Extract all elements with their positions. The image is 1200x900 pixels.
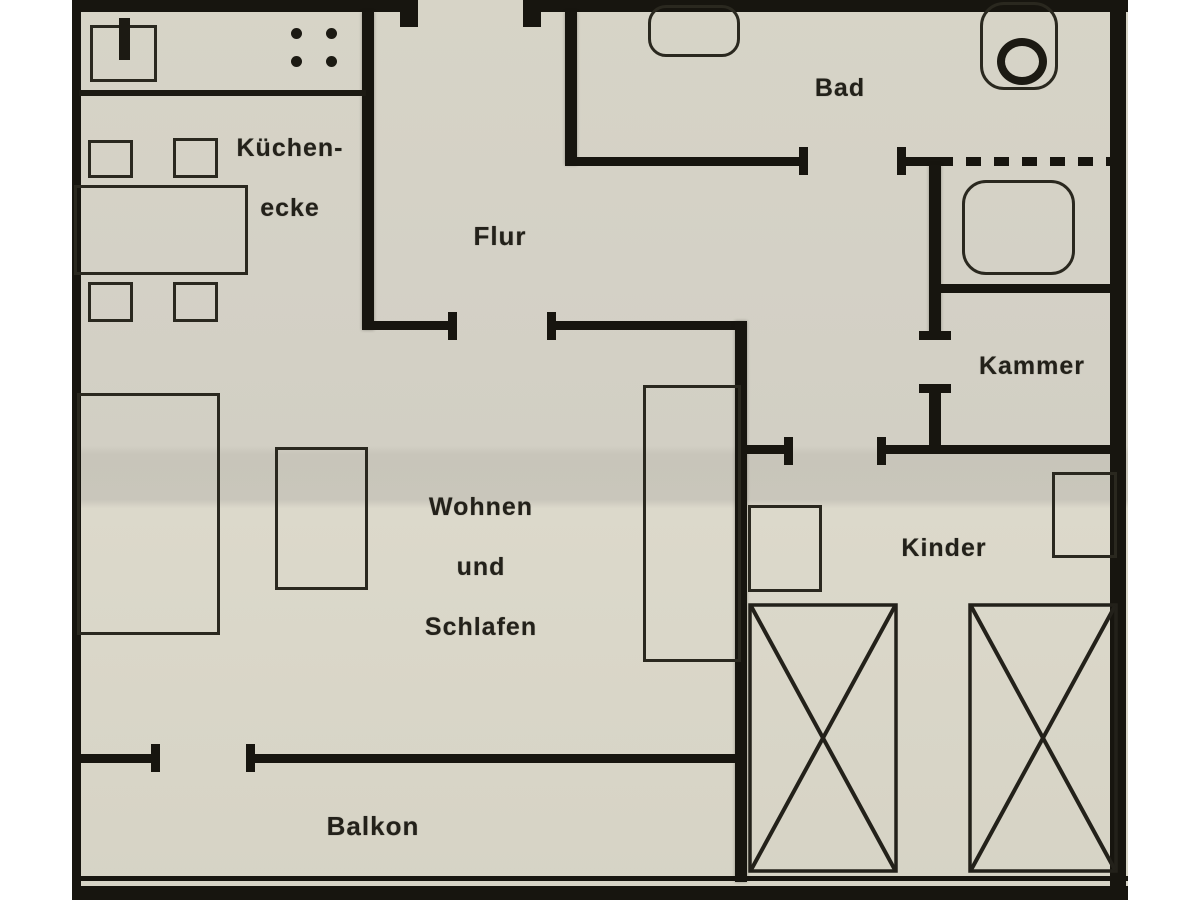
door-cap-hall-left bbox=[547, 312, 556, 340]
faucet-icon bbox=[119, 18, 130, 60]
stove-burner-icon bbox=[326, 28, 337, 39]
room-label-bad: Bad bbox=[814, 74, 866, 102]
washbasin-icon bbox=[648, 5, 740, 57]
door-cap-kammer-bottom bbox=[919, 384, 951, 393]
storage-cabinet-icon bbox=[1052, 472, 1117, 558]
wardrobe-icon bbox=[643, 385, 741, 662]
wall-kitchen-horizontal bbox=[362, 321, 454, 330]
shower-unit-icon bbox=[962, 180, 1075, 275]
entry-door-jamb-right bbox=[523, 10, 541, 27]
wall-balcony-right bbox=[251, 754, 741, 763]
door-cap-kinder-left bbox=[784, 437, 793, 465]
door-cap-balcony-left bbox=[151, 744, 160, 772]
dining-table-icon bbox=[74, 185, 248, 275]
wall-kinder-stub bbox=[741, 445, 785, 454]
room-label-kammer: Kammer bbox=[978, 352, 1086, 380]
wall-dashed-shower bbox=[938, 157, 1112, 166]
wall-bad-vertical bbox=[565, 12, 577, 165]
kueche-line2: ecke bbox=[260, 194, 320, 222]
door-cap-kammer-top bbox=[919, 331, 951, 340]
entry-door-jamb-left bbox=[400, 10, 418, 27]
kueche-line1: Küchen- bbox=[236, 134, 344, 162]
door-cap-balcony-right bbox=[246, 744, 255, 772]
wohnen-line3: Schlafen bbox=[424, 613, 538, 641]
wall-kammer-lower bbox=[929, 389, 941, 452]
chair-icon bbox=[88, 140, 133, 178]
chair-icon bbox=[173, 138, 218, 178]
door-cap-bad-left bbox=[799, 147, 808, 175]
room-label-flur: Flur bbox=[473, 221, 527, 251]
wall-top-right-segment bbox=[523, 0, 1128, 12]
wall-bottom-border bbox=[72, 886, 1128, 900]
crossed-bed-icon bbox=[968, 603, 1118, 873]
chair-icon bbox=[88, 282, 133, 322]
room-label-wohnen: Wohnen und Schlafen bbox=[396, 462, 566, 642]
wall-kinder-top bbox=[882, 445, 1124, 454]
wall-balcony-left bbox=[79, 754, 155, 763]
stove-burner-icon bbox=[326, 56, 337, 67]
storage-cabinet-icon bbox=[748, 505, 822, 592]
toilet-bowl-icon bbox=[997, 38, 1047, 85]
kitchen-counter-edge bbox=[79, 90, 366, 96]
wall-left-border bbox=[72, 0, 81, 900]
wall-hall-horizontal bbox=[552, 321, 747, 330]
coffee-table-icon bbox=[275, 447, 368, 590]
wall-right-border bbox=[1110, 0, 1126, 886]
wohnen-line2: und bbox=[456, 553, 506, 581]
wall-bad-bottom bbox=[565, 157, 807, 166]
wall-kammer-upper bbox=[929, 165, 941, 335]
crossed-bed-icon bbox=[748, 603, 898, 873]
balcony-front-edge bbox=[80, 876, 1128, 881]
wall-bad-bottom-right bbox=[897, 157, 938, 166]
room-label-kinder: Kinder bbox=[901, 534, 987, 562]
wall-top-left-segment bbox=[72, 0, 418, 12]
wohnen-line1: Wohnen bbox=[428, 493, 534, 521]
room-label-kueche: Küchen- ecke bbox=[210, 103, 370, 223]
door-cap-kitchen bbox=[448, 312, 457, 340]
sofa-bed-icon bbox=[77, 393, 220, 635]
door-cap-kinder-right bbox=[877, 437, 886, 465]
stove-burner-icon bbox=[291, 28, 302, 39]
chair-icon bbox=[173, 282, 218, 322]
wall-shower-bottom bbox=[935, 284, 1120, 293]
stove-burner-icon bbox=[291, 56, 302, 67]
toilet-icon bbox=[980, 2, 1058, 90]
room-label-balkon: Balkon bbox=[326, 811, 420, 841]
